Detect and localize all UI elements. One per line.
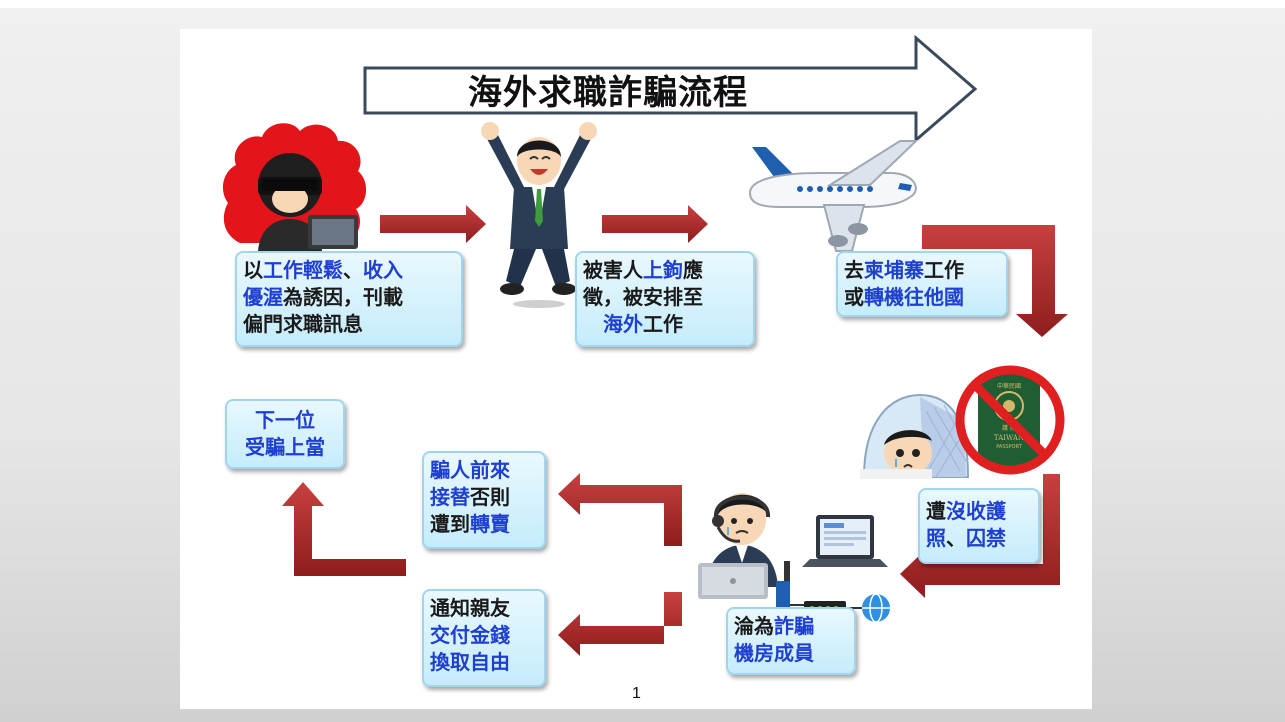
step6a-line-3: 遭到轉賣 xyxy=(430,512,510,536)
step2-line-3: 海外工作 xyxy=(603,312,683,336)
arrow-step3-to-step4 xyxy=(922,225,1068,337)
passport-label-text: PASSPORT xyxy=(996,444,1023,450)
arrow-step5-to-step6a xyxy=(558,473,682,546)
step2-line-2: 徵，被安排至 xyxy=(583,285,703,309)
step4-line-1: 遭沒收護 xyxy=(926,499,1006,523)
step6a-box: 騙人前來 接替否則 遭到轉賣 xyxy=(422,451,546,549)
arrow-step5-to-step6b xyxy=(558,592,682,656)
arrow-step2-to-step3 xyxy=(602,205,708,243)
step1-box: 以工作輕鬆、收入 優渥為誘因，刊載 偏門求職訊息 xyxy=(235,251,463,347)
step1-line-3: 偏門求職訊息 xyxy=(243,312,363,336)
step6a-line-2: 接替否則 xyxy=(430,485,510,509)
step3-line-1: 去柬埔寨工作 xyxy=(844,258,964,282)
arrow-step1-to-step2 xyxy=(380,205,486,243)
call-center-worker-illustration xyxy=(698,493,778,599)
page-number: 1 xyxy=(632,685,641,702)
arrow-step4-to-step5 xyxy=(900,474,1060,598)
page-title: 海外求職詐騙流程 xyxy=(468,73,748,113)
arrow-step6-to-step7 xyxy=(282,482,406,576)
step6b-line-1: 通知親友 xyxy=(430,596,510,620)
step7-line-1: 下一位 xyxy=(255,408,315,432)
step3-line-2: 或轉機往他國 xyxy=(844,285,964,309)
jumping-man-illustration xyxy=(481,122,597,308)
step7-line-2: 受騙上當 xyxy=(245,435,325,459)
step1-line-1: 以工作輕鬆、收入 xyxy=(243,258,403,282)
passport-taiwan-text: TAIWAN xyxy=(994,434,1024,442)
step5-line-1: 淪為詐騙 xyxy=(734,614,814,638)
step3-box: 去柬埔寨工作 或轉機往他國 xyxy=(836,251,1008,317)
step6b-line-3: 換取自由 xyxy=(430,650,510,674)
confined-person-illustration xyxy=(860,393,970,479)
flow-arrows xyxy=(282,205,1068,656)
window-top-strip xyxy=(0,0,1285,8)
passport-country-text: 中華民國 xyxy=(997,382,1021,390)
step6b-line-2: 交付金錢 xyxy=(430,623,510,647)
hacker-illustration xyxy=(222,123,367,251)
step1-line-2: 優渥為誘因，刊載 xyxy=(243,285,403,309)
step6a-line-1: 騙人前來 xyxy=(430,458,510,482)
laptop-router-illustration xyxy=(776,515,890,623)
step5-box: 淪為詐騙 機房成員 xyxy=(726,607,856,675)
step5-line-2: 機房成員 xyxy=(734,641,814,665)
slide: 海外求職詐騙流程 xyxy=(180,29,1092,709)
step2-box: 被害人上鉤應 徵，被安排至 海外工作 xyxy=(575,251,755,347)
passport-type-text: 護 照 xyxy=(1002,424,1016,432)
step2-line-1: 被害人上鉤應 xyxy=(583,258,703,282)
airplane-illustration xyxy=(748,140,919,252)
step7-box: 下一位 受騙上當 xyxy=(225,399,345,469)
step4-box: 遭沒收護 照、囚禁 xyxy=(918,488,1040,564)
step4-line-2: 照、囚禁 xyxy=(926,526,1006,550)
title-arrow xyxy=(363,35,978,144)
step6b-box: 通知親友 交付金錢 換取自由 xyxy=(422,589,546,687)
passport-prohibited-icon: 中華民國 護 照 TAIWAN PASSPORT xyxy=(955,365,1065,475)
